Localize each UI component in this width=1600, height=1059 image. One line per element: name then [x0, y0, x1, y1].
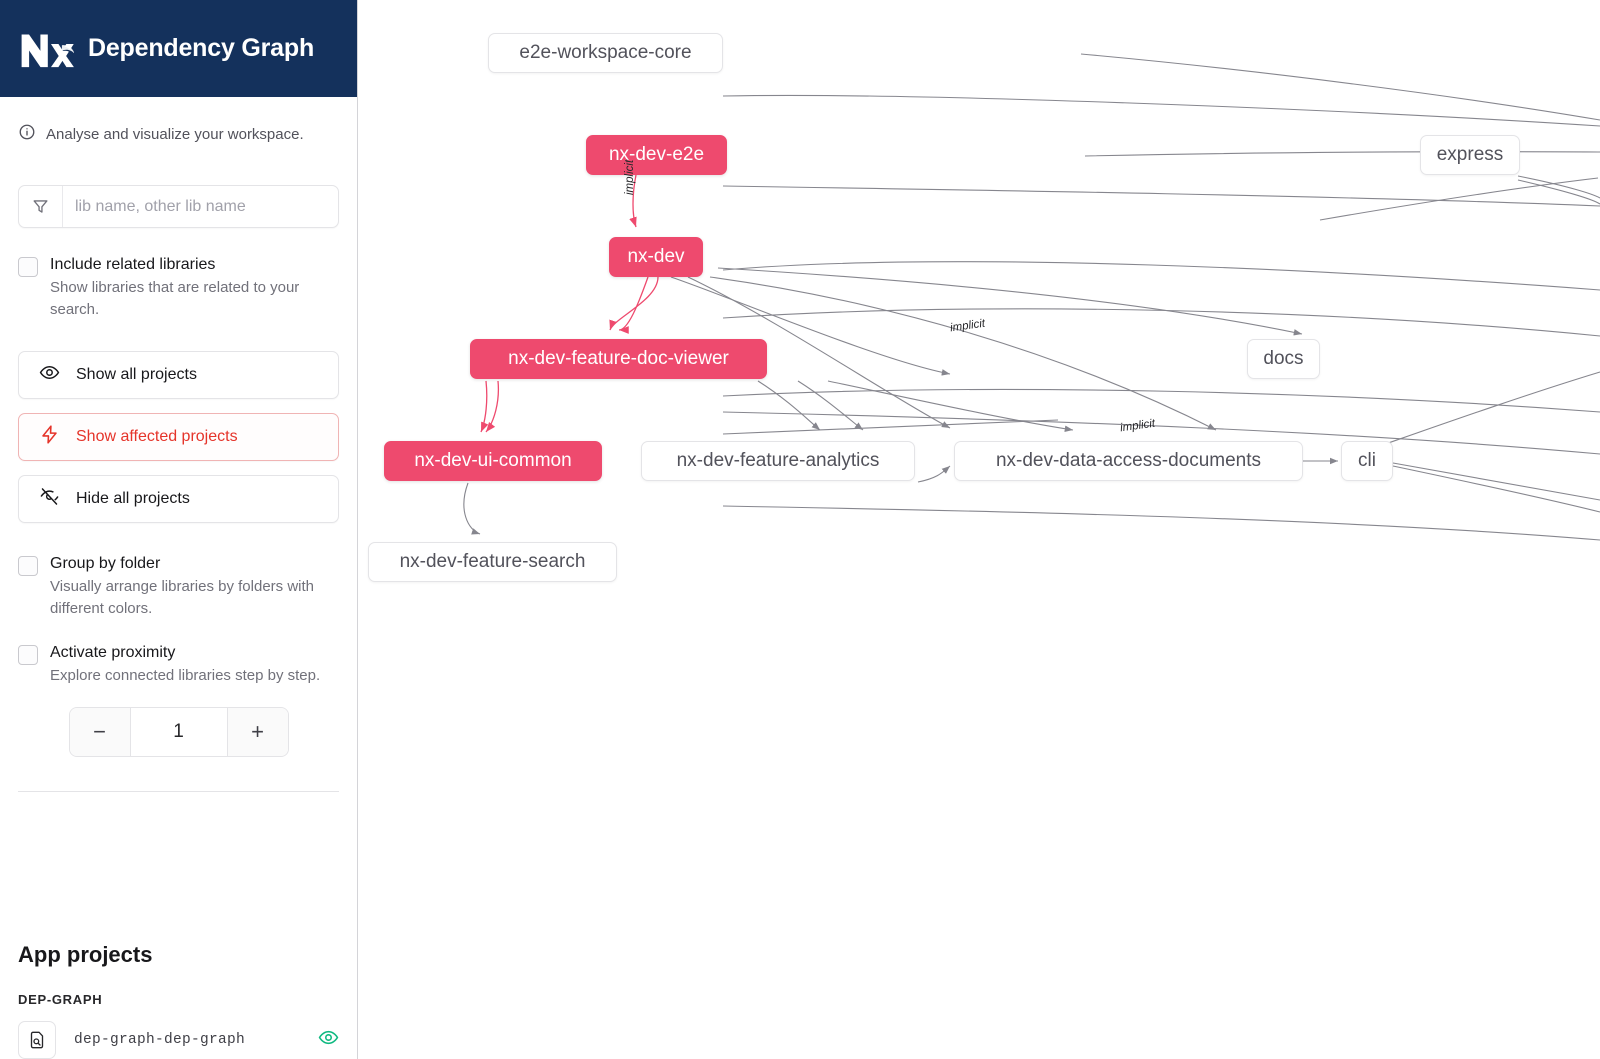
checkbox-box[interactable]	[18, 257, 38, 277]
show-all-projects-button[interactable]: Show all projects	[18, 351, 339, 400]
checkbox-description: Explore connected libraries step by step…	[50, 667, 321, 685]
proximity-decrement-button[interactable]: −	[69, 708, 131, 757]
sidebar-title: Dependency Graph	[88, 34, 315, 62]
graph-node-nx-dev-data-access-documents[interactable]: nx-dev-data-access-documents	[954, 441, 1303, 481]
graph-node-nx-dev-feature-doc-viewer[interactable]: nx-dev-feature-doc-viewer	[470, 339, 767, 379]
graph-node-cli[interactable]: cli	[1341, 441, 1393, 481]
show-all-projects-label: Show all projects	[76, 366, 197, 384]
checkbox-box[interactable]	[18, 645, 38, 666]
project-name: dep-graph-dep-graph	[74, 1032, 246, 1048]
graph-node-nx-dev-ui-common[interactable]: nx-dev-ui-common	[384, 441, 602, 481]
proximity-value: 1	[130, 708, 227, 757]
graph-node-nx-dev-e2e[interactable]: nx-dev-e2e	[586, 135, 727, 175]
graph-node-nx-dev-feature-analytics[interactable]: nx-dev-feature-analytics	[641, 441, 915, 481]
nx-logo-icon	[18, 26, 75, 72]
hide-all-projects-label: Hide all projects	[76, 490, 190, 508]
project-group-label: DEP-GRAPH	[18, 992, 103, 1007]
show-affected-projects-button[interactable]: Show affected projects	[18, 413, 339, 462]
graph-node-e2e-workspace-core[interactable]: e2e-workspace-core	[488, 33, 723, 73]
checkbox-activate-proximity[interactable]: Activate proximity Explore connected lib…	[18, 642, 339, 687]
search-field[interactable]	[18, 185, 339, 228]
edge-label-implicit: implicit	[624, 159, 636, 195]
sidebar-divider	[18, 791, 339, 793]
project-visibility-eye-icon[interactable]	[318, 1027, 339, 1053]
tagline: Analyse and visualize your workspace.	[18, 123, 339, 145]
graph-edges	[463, 53, 1600, 541]
checkbox-label: Include related libraries	[50, 256, 216, 273]
search-input[interactable]	[63, 186, 338, 227]
proximity-stepper[interactable]: − 1 +	[68, 707, 289, 758]
graph-node-nx-dev[interactable]: nx-dev	[609, 237, 703, 277]
sidebar-controls: Analyse and visualize your workspace. In…	[0, 97, 357, 906]
app-projects-section: App projects DEP-GRAPH dep-graph-dep-gra…	[0, 906, 357, 1059]
tagline-text: Analyse and visualize your workspace.	[46, 125, 304, 143]
checkbox-label: Group by folder	[50, 555, 161, 573]
checkbox-box[interactable]	[18, 556, 38, 577]
checkbox-description: Visually arrange libraries by folders wi…	[50, 578, 315, 618]
graph-node-docs[interactable]: docs	[1247, 339, 1320, 379]
checkbox-description: Show libraries that are related to your …	[50, 279, 300, 319]
info-circle-icon	[18, 123, 36, 145]
project-list-item[interactable]: dep-graph-dep-graph	[0, 1007, 357, 1059]
file-search-icon	[18, 1021, 56, 1059]
hide-all-projects-button[interactable]: Hide all projects	[18, 475, 339, 524]
checkbox-group-by-folder[interactable]: Group by folder Visually arrange librari…	[18, 553, 339, 620]
checkbox-include-related-libraries[interactable]: Include related libraries Show libraries…	[18, 254, 339, 321]
graph-node-nx-dev-feature-search[interactable]: nx-dev-feature-search	[368, 542, 617, 582]
sidebar-header: Dependency Graph	[0, 0, 357, 97]
eye-icon	[39, 362, 60, 388]
sidebar: Dependency Graph Analyse and visualize y…	[0, 0, 358, 1059]
graph-canvas[interactable]: e2e-workspace-core nx-dev-e2e express nx…	[358, 0, 1600, 1059]
app-projects-heading: App projects	[18, 942, 153, 967]
graph-node-express[interactable]: express	[1420, 135, 1520, 175]
lightning-bolt-icon	[39, 424, 60, 450]
filter-funnel-icon	[19, 186, 63, 227]
checkbox-label: Activate proximity	[50, 644, 176, 662]
proximity-increment-button[interactable]: +	[226, 708, 288, 757]
eye-off-icon	[39, 486, 60, 512]
show-affected-projects-label: Show affected projects	[76, 428, 238, 446]
